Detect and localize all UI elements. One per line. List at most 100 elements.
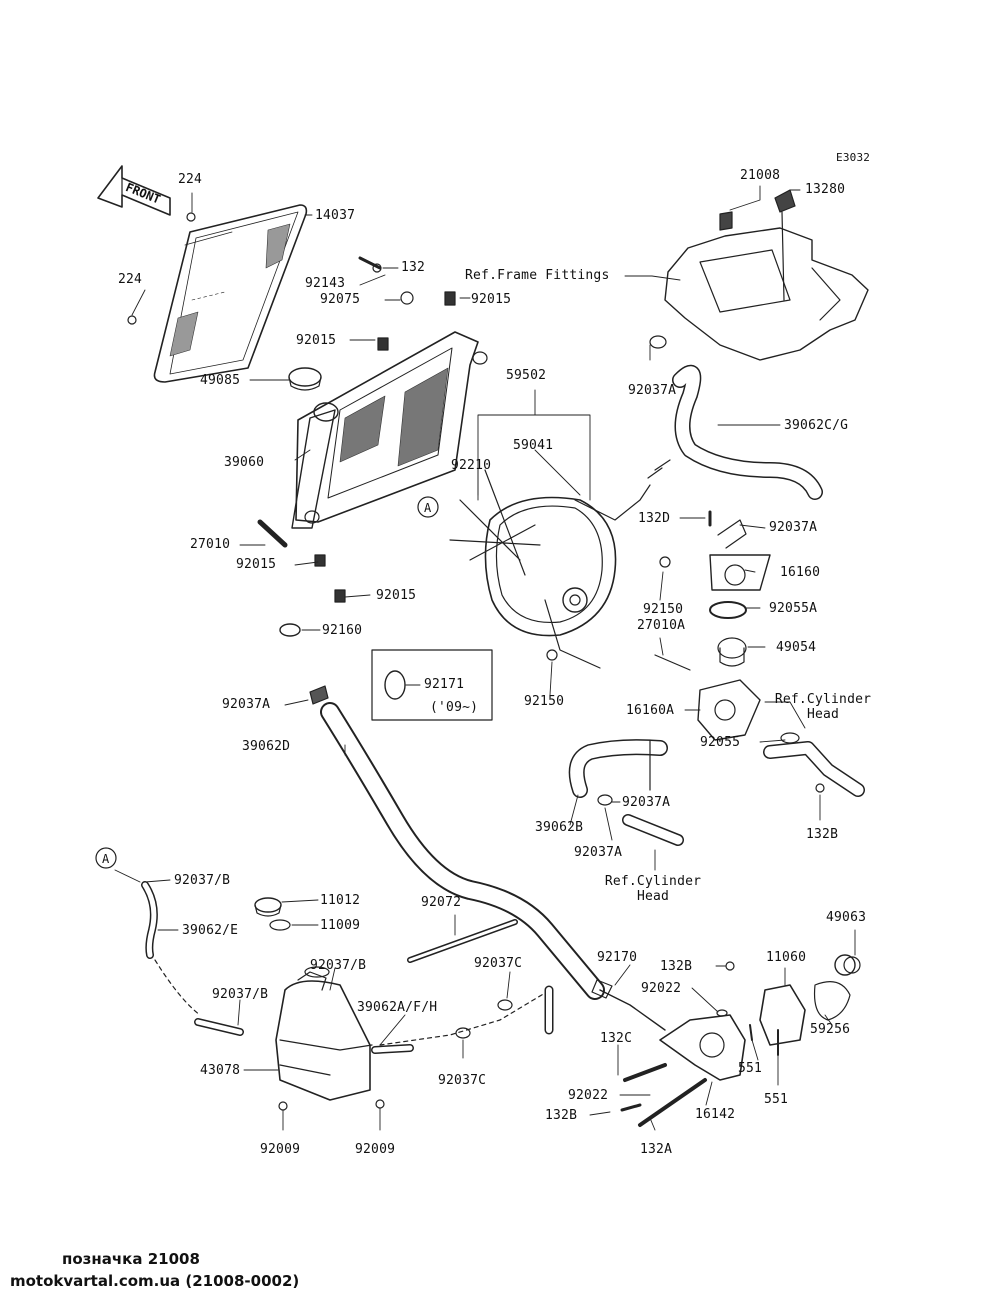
part-label-21008: 21008	[740, 168, 781, 183]
part-label-551-a: 551	[738, 1061, 763, 1076]
callout-a-lower-label: A	[102, 852, 110, 866]
thermostat-housing	[654, 519, 771, 741]
part-label-59256: 59256	[810, 1022, 851, 1037]
part-label-551-b: 551	[764, 1092, 789, 1107]
part-label-132b-c: 132B	[545, 1108, 578, 1123]
part-label-49085: 49085	[200, 373, 241, 388]
part-label-92037c-b: 92037C	[438, 1073, 487, 1088]
bolt-224-top	[186, 212, 196, 222]
part-label-132b-a: 132B	[806, 827, 839, 842]
part-label-92037b-a: 92037/B	[174, 873, 231, 888]
part-label-92009-b: 92009	[355, 1142, 396, 1157]
part-label-92160: 92160	[322, 623, 363, 638]
part-label-92055a: 92055A	[769, 601, 818, 616]
part-label-92055: 92055	[700, 735, 741, 750]
diagram-code: E3032	[836, 151, 871, 164]
ref-cylinder-head-upper: Ref.Cylinder Head	[764, 692, 882, 722]
footer-source: motokvartal.com.ua (21008-0002)	[10, 1272, 300, 1290]
radiator-screen	[153, 204, 308, 383]
part-label-92015-a: 92015	[471, 292, 512, 307]
hose-39062b	[568, 739, 668, 798]
ref-frame-fittings: Ref.Frame Fittings	[465, 268, 610, 283]
tank-cap	[254, 897, 282, 913]
part-label-39062cg: 39062C/G	[784, 418, 849, 433]
part-label-59502: 59502	[506, 368, 547, 383]
part-label-11060: 11060	[766, 950, 807, 965]
part-label-92037b-c: 92037/B	[212, 987, 269, 1002]
part-label-92015-b: 92015	[296, 333, 337, 348]
part-label-132: 132	[401, 260, 426, 275]
part-label-92037a-e: 92037A	[574, 845, 623, 860]
part-label-16142: 16142	[695, 1107, 736, 1122]
clamp-92037a-hose	[309, 685, 329, 705]
clamp-92037a	[597, 794, 613, 806]
part-label-132d: 132D	[638, 511, 671, 526]
part-label-39062b: 39062B	[535, 820, 584, 835]
radiator	[291, 331, 488, 529]
callout-a-lower	[95, 847, 117, 869]
callout-a-upper	[417, 496, 439, 518]
ref-cylinder-head-lower-line1: Ref.Cylinder	[604, 874, 702, 889]
part-label-92171: 92171	[424, 677, 465, 692]
hose-39062cg	[672, 364, 823, 500]
hose-39062afh-route	[379, 989, 551, 1046]
ref-cylinder-head-lower: Ref.Cylinder Head	[593, 874, 713, 904]
part-label-16160a: 16160A	[626, 703, 675, 718]
part-label-92015-d: 92015	[376, 588, 417, 603]
frame-fittings	[664, 189, 869, 361]
footer-note: позначка 21008	[62, 1250, 200, 1268]
tank-cap-seal	[269, 919, 291, 931]
part-label-49063: 49063	[826, 910, 867, 925]
part-label-132a: 132A	[640, 1142, 673, 1157]
part-label-92009-a: 92009	[260, 1142, 301, 1157]
fan-assembly	[449, 459, 671, 669]
part-label-16160: 16160	[780, 565, 821, 580]
part-label-13280: 13280	[805, 182, 846, 197]
water-pump	[599, 989, 746, 1127]
part-label-92210: 92210	[451, 458, 492, 473]
inset-92171	[371, 649, 493, 721]
part-label-27010a: 27010A	[637, 618, 686, 633]
part-label-92072: 92072	[421, 895, 462, 910]
ref-cylinder-head-lower-line2: Head	[636, 889, 670, 904]
front-arrow-icon	[97, 165, 171, 216]
part-label-27010: 27010	[190, 537, 231, 552]
callout-a-upper-label: A	[424, 501, 432, 515]
part-label-11009: 11009	[320, 918, 361, 933]
part-label-132c: 132C	[600, 1031, 633, 1046]
part-label-92150-b: 92150	[524, 694, 565, 709]
ref-cylinder-head-upper-line2: Head	[806, 707, 840, 722]
radiator-cap	[288, 367, 322, 391]
part-label-92037b-b: 92037/B	[310, 958, 367, 973]
part-label-92170: 92170	[597, 950, 638, 965]
part-label-92015-c: 92015	[236, 557, 277, 572]
part-label-39062afh: 39062A/F/H	[357, 1000, 438, 1015]
part-label-09-note: ('09~)	[430, 700, 479, 715]
part-label-43078: 43078	[200, 1063, 241, 1078]
part-label-92022-a: 92022	[641, 981, 682, 996]
part-label-92143: 92143	[305, 276, 346, 291]
part-label-92022-b: 92022	[568, 1088, 609, 1103]
part-label-92037a-d: 92037A	[622, 795, 671, 810]
part-label-39062d: 39062D	[242, 739, 291, 754]
part-label-59041: 59041	[513, 438, 554, 453]
bolt-224-left	[127, 315, 137, 325]
part-label-92150-a: 92150	[643, 602, 684, 617]
part-label-92075: 92075	[320, 292, 361, 307]
hose-39062d	[320, 702, 605, 1000]
part-label-92037a-c: 92037A	[222, 697, 271, 712]
part-label-92037a-b: 92037A	[769, 520, 818, 535]
part-label-224-top: 224	[178, 172, 203, 187]
part-label-92037a-a: 92037A	[628, 383, 677, 398]
reserve-tank	[275, 966, 373, 1101]
hose-cylinder-head	[622, 741, 865, 846]
part-label-132b-b: 132B	[660, 959, 693, 974]
part-label-14037: 14037	[315, 208, 356, 223]
part-label-224-left: 224	[118, 272, 143, 287]
part-label-11012: 11012	[320, 893, 361, 908]
part-label-92037c-a: 92037C	[474, 956, 523, 971]
part-label-39062e: 39062/E	[182, 923, 239, 938]
leader-lines	[114, 185, 856, 1131]
ref-cylinder-head-upper-line1: Ref.Cylinder	[774, 692, 872, 707]
part-label-39060: 39060	[224, 455, 265, 470]
